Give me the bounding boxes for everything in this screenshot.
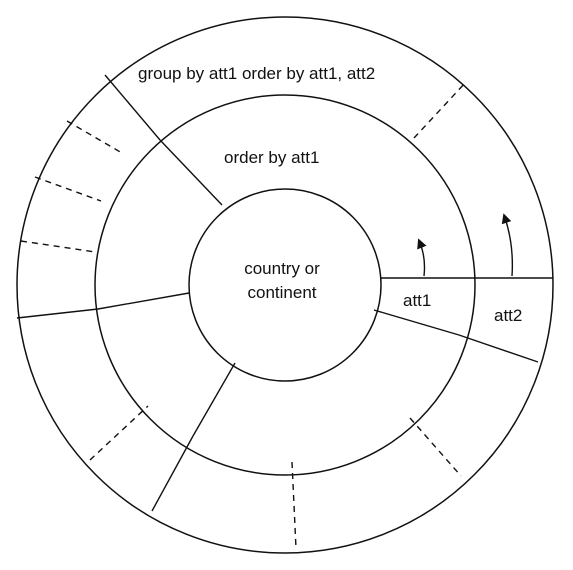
middle-ring-label: order by att1 [224, 148, 319, 167]
outer-divider-lower-right [458, 334, 539, 363]
outer-divider-lower-left [151, 435, 194, 512]
center-label-line2: continent [248, 283, 317, 302]
outer-divider-upper-left [104, 74, 161, 141]
att1-label: att1 [403, 291, 431, 310]
middle-divider-left [97, 292, 190, 310]
center-label-line1: country or [244, 259, 320, 278]
middle-divider-lower-right [373, 309, 460, 336]
outer-subdivision-left-3 [20, 240, 96, 253]
middle-divider-upper-left [159, 139, 223, 206]
att1-direction-arrow-icon [417, 238, 427, 277]
outer-subdivision-bottom-right [409, 417, 462, 477]
att2-label: att2 [494, 306, 522, 325]
outer-subdivision-left-2 [34, 176, 102, 202]
center-circle [188, 188, 382, 382]
att2-direction-arrow-icon [501, 213, 514, 277]
outer-subdivision-bottom-left [89, 405, 149, 461]
outer-subdivision-bottom [291, 461, 297, 549]
middle-divider-lower-left [192, 362, 236, 437]
outer-ring-label: group by att1 order by att1, att2 [138, 64, 375, 83]
outer-subdivision-top-right [413, 81, 467, 139]
outer-divider-left [16, 308, 99, 319]
